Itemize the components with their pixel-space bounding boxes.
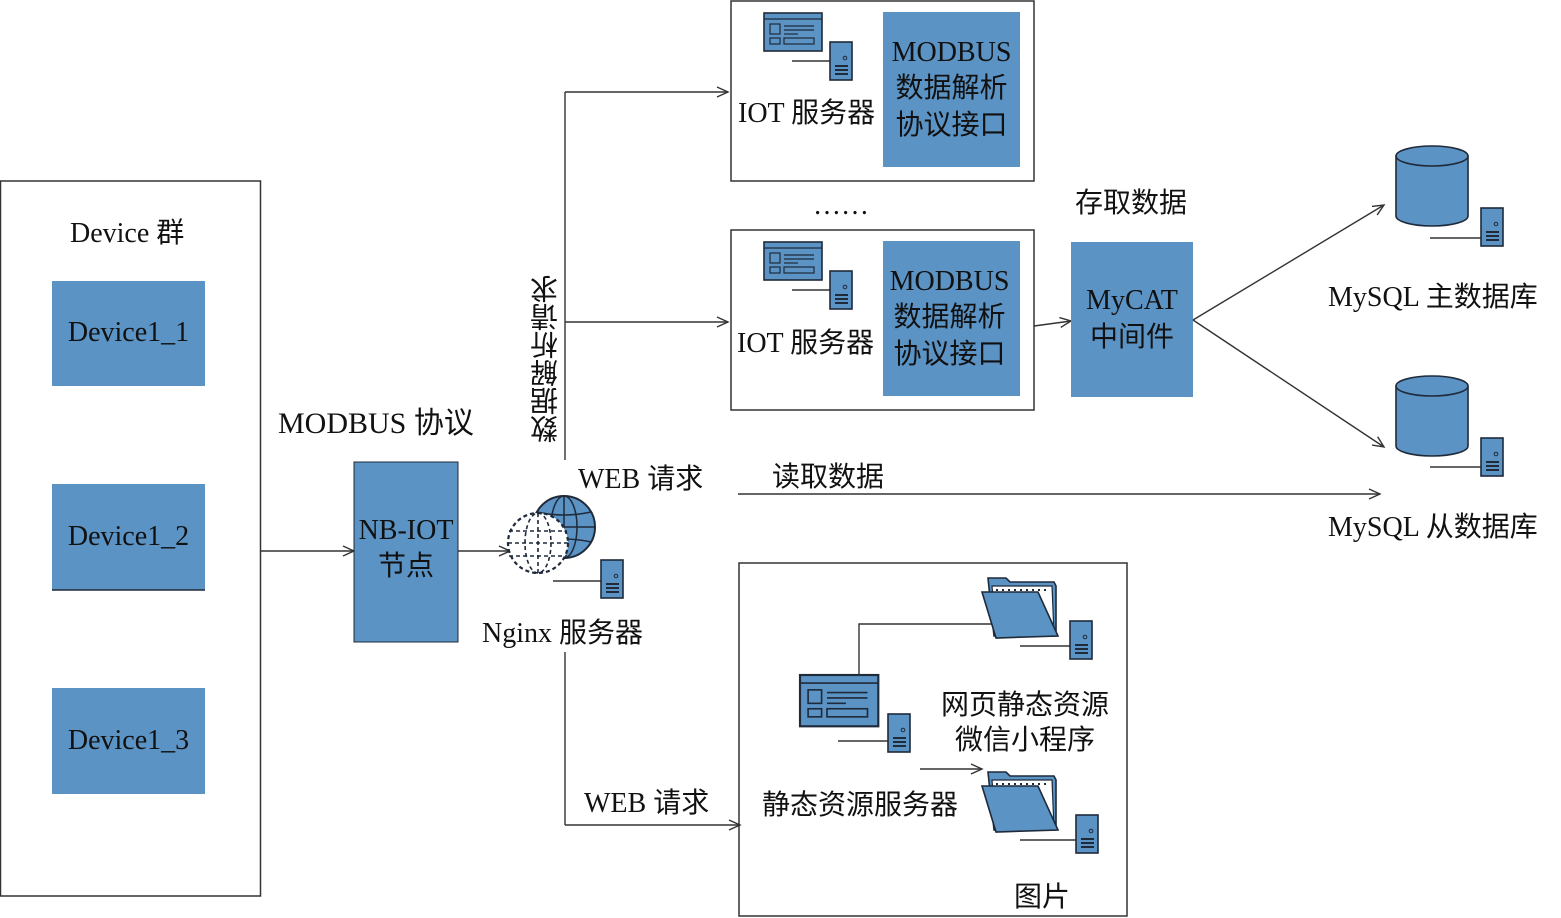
web-request-top-label: WEB 请求 <box>578 464 704 495</box>
interface-line: MODBUS <box>889 265 1010 297</box>
device-box-1[interactable] <box>52 281 205 386</box>
arrow-mycat-to-slave <box>1192 319 1386 448</box>
interface-line: 协议接口 <box>893 338 1006 370</box>
mysql-slave-label: MySQL 从数据库 <box>1328 512 1538 543</box>
web-resources-label: 网页静态资源 微信小程序 <box>930 688 1120 758</box>
modbus-interface-label-2: MODBUS 数据解析 协议接口 <box>881 241 1018 396</box>
iot-server-frame-1 <box>730 0 1035 182</box>
nb-iot-node[interactable] <box>353 461 459 643</box>
database-icon <box>1395 145 1469 227</box>
server-icon <box>829 41 853 81</box>
server-icon <box>1480 437 1504 477</box>
arrow-mycat-to-master <box>1192 204 1386 321</box>
device-group-title: Device 群 <box>70 218 185 249</box>
mycat-line1: MyCAT <box>1086 285 1178 317</box>
device-label-1: Device1_1 <box>67 317 190 349</box>
arrow-to-web-resources <box>858 618 1046 675</box>
nb-iot-label: NB-IOT 节点 <box>354 462 458 642</box>
interface-line: 数据解析 <box>895 73 1008 105</box>
server-icon <box>1075 814 1099 854</box>
data-parse-request-label: 数据解析请求 <box>531 275 562 443</box>
globe-outline-icon <box>506 511 570 575</box>
access-data-label: 存取数据 <box>1075 188 1188 219</box>
window-icon <box>763 12 823 52</box>
interface-line: 协议接口 <box>895 109 1008 141</box>
resource-line: 微信小程序 <box>954 725 1095 756</box>
device-box-3[interactable] <box>52 688 205 794</box>
device-label-3: Device1_3 <box>67 724 190 756</box>
nb-iot-line1: NB-IOT <box>358 514 454 546</box>
iot-server-label-2: IOT 服务器 <box>737 328 875 359</box>
protocol-label: MODBUS 协议 <box>278 407 474 440</box>
server-icon <box>1069 620 1093 660</box>
ellipsis-label: …… <box>813 190 869 221</box>
modbus-interface-2[interactable] <box>883 241 1020 396</box>
static-server-label: 静态资源服务器 <box>762 790 959 821</box>
modbus-interface-label-1: MODBUS 数据解析 协议接口 <box>883 12 1020 167</box>
mycat-line2: 中间件 <box>1089 321 1174 353</box>
server-icon <box>1480 207 1504 247</box>
interface-line: 数据解析 <box>893 302 1006 334</box>
static-server-frame <box>738 562 1128 917</box>
web-request-bottom-label: WEB 请求 <box>584 788 710 819</box>
resource-line: 网页静态资源 <box>940 690 1109 721</box>
iot-server-label-1: IOT 服务器 <box>738 98 876 129</box>
mycat-node[interactable] <box>1071 242 1193 397</box>
nginx-label: Nginx 服务器 <box>482 618 644 649</box>
window-icon <box>798 673 880 728</box>
device-box-2[interactable] <box>52 484 205 590</box>
modbus-interface-1[interactable] <box>883 12 1020 167</box>
folder-icon <box>981 771 1059 833</box>
server-icon <box>829 270 853 310</box>
server-icon <box>887 713 911 753</box>
device-label-2: Device1_2 <box>67 520 190 552</box>
nginx-server-icon <box>600 559 624 599</box>
arrow-iot-to-mycat <box>1033 316 1073 329</box>
nb-iot-line2: 节点 <box>377 551 434 582</box>
folder-icon <box>981 577 1059 639</box>
device-group-frame <box>0 180 262 897</box>
mysql-master-label: MySQL 主数据库 <box>1328 282 1538 313</box>
database-icon <box>1395 375 1469 457</box>
window-icon <box>763 241 823 281</box>
read-data-label: 读取数据 <box>772 462 885 493</box>
iot-server-frame-2 <box>730 229 1035 411</box>
mycat-label: MyCAT 中间件 <box>1071 242 1193 397</box>
images-label: 图片 <box>1014 882 1071 913</box>
interface-line: MODBUS <box>891 36 1012 68</box>
